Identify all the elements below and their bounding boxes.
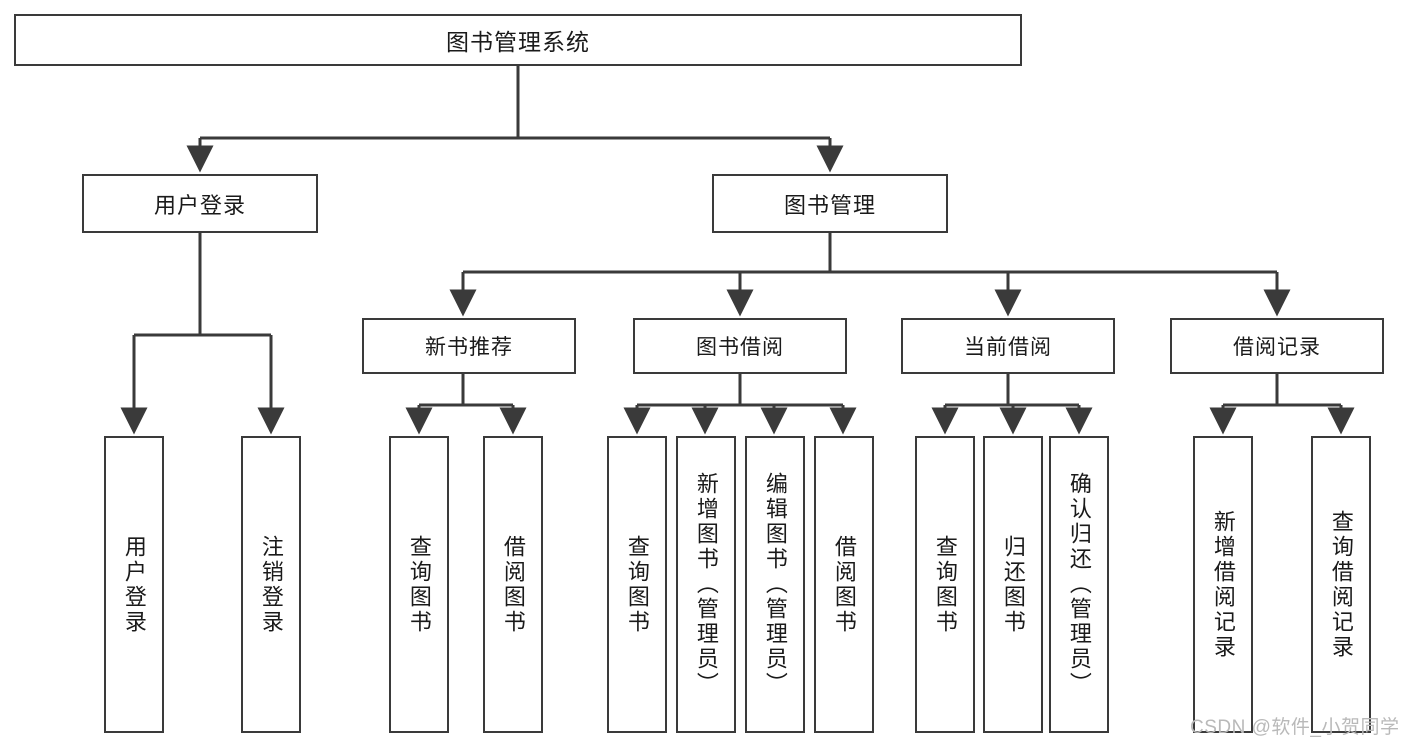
node-leaf-query-book-recommend[interactable]: 查询图书 bbox=[389, 436, 449, 733]
node-leaf-edit-book-admin[interactable]: 编辑图书（管理员） bbox=[745, 436, 805, 733]
node-borrow-record[interactable]: 借阅记录 bbox=[1170, 318, 1384, 374]
node-leaf-user-login[interactable]: 用户登录 bbox=[104, 436, 164, 733]
node-label: 确认归还（管理员） bbox=[1066, 472, 1092, 697]
node-label: 新增借阅记录 bbox=[1210, 509, 1236, 660]
node-label: 图书借阅 bbox=[696, 336, 784, 359]
node-root-system[interactable]: 图书管理系统 bbox=[14, 14, 1022, 66]
node-label: 图书管理 bbox=[783, 192, 876, 218]
node-book-management[interactable]: 图书管理 bbox=[712, 174, 948, 233]
node-book-borrow[interactable]: 图书借阅 bbox=[633, 318, 847, 374]
node-label: 新增图书（管理员） bbox=[693, 472, 719, 697]
node-label: 注销登录 bbox=[258, 534, 284, 635]
node-label: 查询图书 bbox=[406, 534, 432, 635]
node-new-book-recommend[interactable]: 新书推荐 bbox=[362, 318, 576, 374]
node-leaf-query-book-current[interactable]: 查询图书 bbox=[915, 436, 975, 733]
node-leaf-borrow-book[interactable]: 借阅图书 bbox=[814, 436, 874, 733]
node-label: 当前借阅 bbox=[964, 336, 1052, 359]
node-leaf-return-book[interactable]: 归还图书 bbox=[983, 436, 1043, 733]
node-leaf-borrow-book-recommend[interactable]: 借阅图书 bbox=[483, 436, 543, 733]
node-label: 查询图书 bbox=[932, 534, 958, 635]
node-user-login[interactable]: 用户登录 bbox=[82, 174, 318, 233]
node-label: 借阅图书 bbox=[500, 534, 526, 635]
node-leaf-logout-login[interactable]: 注销登录 bbox=[241, 436, 301, 733]
node-label: 借阅图书 bbox=[831, 534, 857, 635]
node-label: 用户登录 bbox=[153, 192, 246, 218]
node-label: 查询借阅记录 bbox=[1328, 509, 1354, 660]
node-leaf-add-borrow-record[interactable]: 新增借阅记录 bbox=[1193, 436, 1253, 733]
node-leaf-query-book-borrow[interactable]: 查询图书 bbox=[607, 436, 667, 733]
csdn-watermark: CSDN @软件_小贺同学 bbox=[1190, 717, 1400, 738]
node-label: 查询图书 bbox=[624, 534, 650, 635]
node-label: 新书推荐 bbox=[425, 336, 513, 359]
node-label: 归还图书 bbox=[1000, 534, 1026, 635]
node-leaf-add-book-admin[interactable]: 新增图书（管理员） bbox=[676, 436, 736, 733]
node-leaf-confirm-return-admin[interactable]: 确认归还（管理员） bbox=[1049, 436, 1109, 733]
node-label: 编辑图书（管理员） bbox=[762, 472, 788, 697]
node-leaf-query-borrow-record[interactable]: 查询借阅记录 bbox=[1311, 436, 1371, 733]
node-label: 图书管理系统 bbox=[446, 29, 590, 55]
node-label: 用户登录 bbox=[121, 534, 147, 635]
node-current-borrow[interactable]: 当前借阅 bbox=[901, 318, 1115, 374]
node-label: 借阅记录 bbox=[1233, 336, 1321, 359]
